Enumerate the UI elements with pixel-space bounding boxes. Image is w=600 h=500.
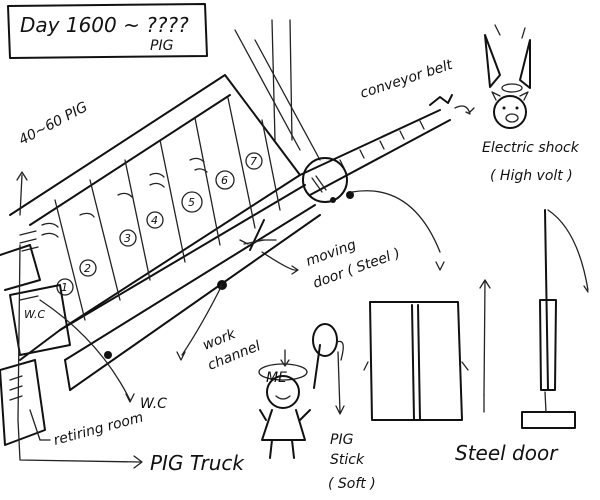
animal-label: PIG — [150, 38, 174, 54]
electric-shock-label: Electric shock — [482, 140, 580, 156]
pole-device — [522, 210, 588, 428]
svg-text:3: 3 — [124, 232, 131, 245]
high-volt-label: ( High volt ) — [490, 168, 573, 184]
moving-door — [240, 220, 276, 250]
pig-stick-label-1: PIG — [330, 432, 354, 448]
conveyor-belt-label: conveyor belt — [358, 57, 455, 102]
pig-face-icon — [492, 92, 528, 128]
pen-number-4: 4 — [147, 212, 163, 228]
retiring-room-label: retiring room — [52, 410, 145, 449]
pen-number-7: 7 — [246, 153, 262, 169]
electric-shock-device — [485, 25, 530, 92]
wc-arrow-icon — [40, 300, 134, 402]
pig-range-label: 40~60 PIG — [16, 99, 90, 149]
wc-label: W.C — [140, 396, 167, 412]
steel-door-label: Steel door — [455, 441, 559, 465]
background-lines — [235, 20, 320, 160]
pen-number-3: 3 — [120, 230, 136, 246]
wc-box-label: W.C — [24, 308, 45, 321]
pig-truck-label: PIG Truck — [150, 451, 245, 475]
pen-number-5: 5 — [182, 192, 202, 212]
retiring-room — [0, 360, 45, 445]
pig-stick — [313, 324, 344, 414]
conveyor-belt — [300, 95, 474, 202]
title-box: Day 1600 ~ ???? PIG — [8, 4, 207, 58]
pig-stick-label-3: ( Soft ) — [328, 476, 376, 492]
svg-text:7: 7 — [250, 155, 257, 168]
pig-stick-label-2: Stick — [330, 452, 365, 468]
steel-door-arrows — [480, 280, 490, 412]
arrow-icon — [262, 252, 298, 274]
pen-number-6: 6 — [216, 171, 234, 189]
svg-text:4: 4 — [151, 214, 158, 227]
svg-text:5: 5 — [188, 196, 195, 209]
steel-door — [364, 302, 468, 420]
svg-text:2: 2 — [84, 262, 91, 275]
svg-text:6: 6 — [221, 174, 228, 187]
me-figure: ME — [259, 350, 310, 458]
day-text: Day 1600 ~ ???? — [20, 13, 189, 37]
pen-number-2: 2 — [80, 260, 96, 276]
